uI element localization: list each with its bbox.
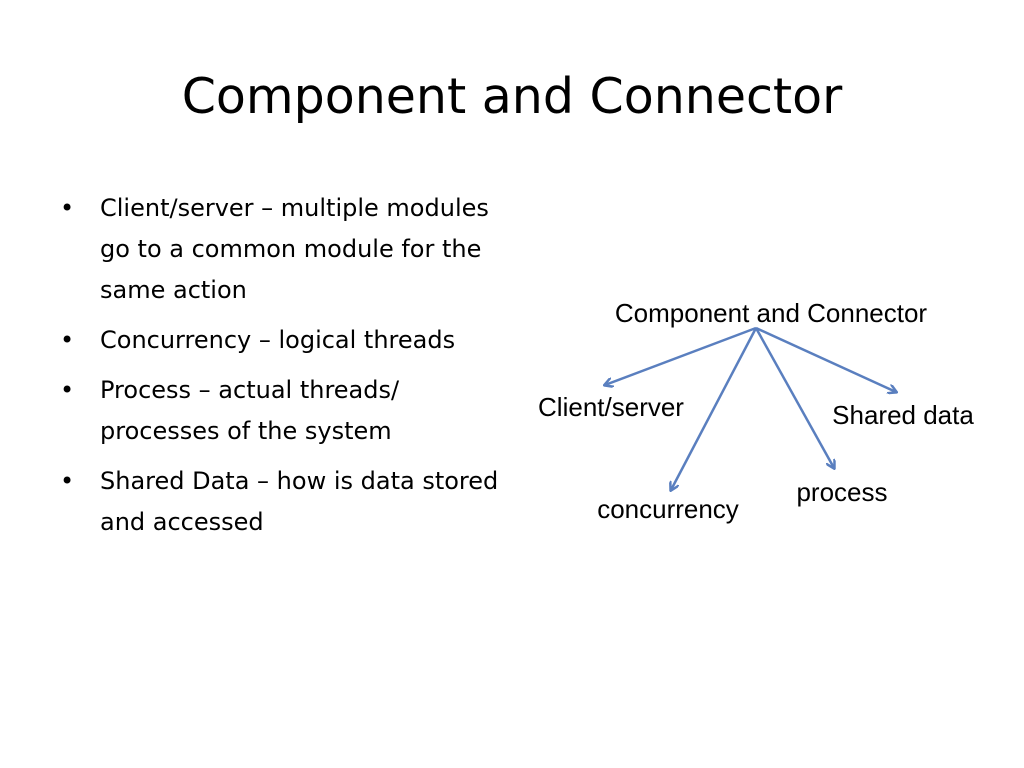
arrow-to-process: [754, 327, 834, 468]
node-label-concurrency: concurrency: [597, 494, 739, 524]
bullet-dot-icon: •: [60, 326, 75, 354]
bullet-text: Process – actual threads/ processes of t…: [100, 376, 400, 445]
bullet-text: Client/server – multiple modules go to a…: [100, 194, 489, 304]
bullet-item: • Process – actual threads/ processes of…: [60, 370, 500, 452]
node-label-shared-data: Shared data: [832, 400, 974, 430]
node-label-client-server: Client/server: [538, 392, 684, 422]
diagram-root-label: Component and Connector: [615, 298, 928, 328]
arrow-to-client-server: [605, 326, 757, 385]
bullet-item: • Shared Data – how is data stored and a…: [60, 461, 500, 543]
bullet-text: Shared Data – how is data stored and acc…: [100, 467, 499, 536]
arrow-to-shared-data: [755, 326, 896, 392]
bullet-dot-icon: •: [60, 376, 75, 404]
node-label-process: process: [796, 477, 887, 507]
bullet-item: • Client/server – multiple modules go to…: [60, 188, 500, 311]
bullet-item: • Concurrency – logical threads: [60, 320, 500, 361]
bullet-list: • Client/server – multiple modules go to…: [60, 188, 500, 552]
arrow-to-concurrency: [671, 327, 758, 490]
slide-title: Component and Connector: [181, 68, 843, 125]
bullet-dot-icon: •: [60, 194, 75, 222]
bullet-text: Concurrency – logical threads: [100, 326, 456, 354]
bullet-dot-icon: •: [60, 467, 75, 495]
